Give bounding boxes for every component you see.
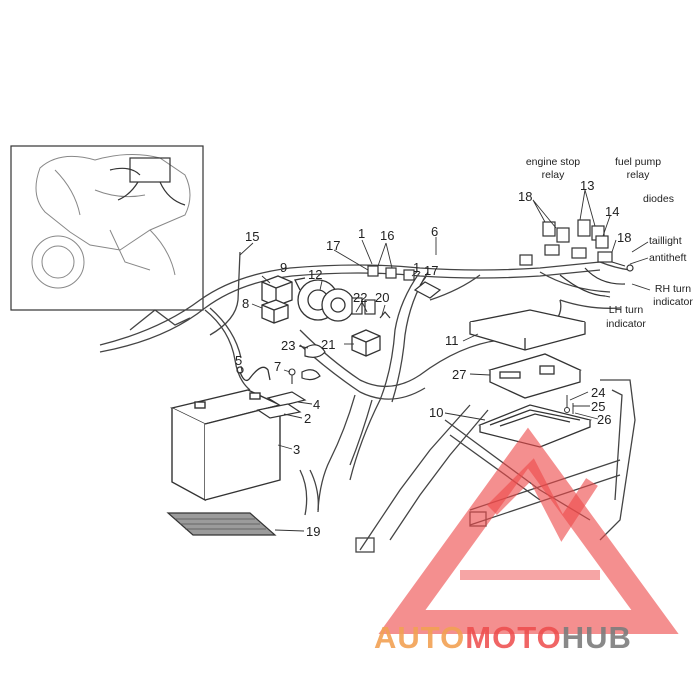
callout-17b: 17 <box>424 263 438 278</box>
clamp-23 <box>301 344 326 381</box>
horn-12 <box>294 277 355 322</box>
callout-5: 5 <box>235 353 242 368</box>
label-lh-turn-indicator-2: indicator <box>606 318 646 330</box>
callout-13: 13 <box>580 178 594 193</box>
label-rh-turn-indicator-2: indicator <box>653 296 693 308</box>
label-lh-turn-indicator-1: LH turn <box>609 304 644 316</box>
screw-7 <box>288 368 296 384</box>
relay-cluster <box>519 219 634 297</box>
label-fuel-pump-relay-1: fuel pump <box>615 156 661 168</box>
connectors-1-16 <box>367 265 442 299</box>
battery-plates <box>256 391 307 419</box>
leader-lines <box>239 189 651 532</box>
callout-6: 6 <box>431 224 438 239</box>
label-antitheft: antitheft <box>649 252 686 264</box>
starter-relay-9 <box>261 275 293 307</box>
label-fuel-pump-relay-2: relay <box>627 169 651 181</box>
callout-15: 15 <box>245 229 259 244</box>
callout-22: 22 <box>353 290 367 305</box>
callout-17a: 17 <box>326 238 340 253</box>
label-diodes: diodes <box>643 193 674 205</box>
callout-23: 23 <box>281 338 295 353</box>
callout-19: 19 <box>306 524 320 539</box>
callout-11: 11 <box>445 333 459 348</box>
watermark-text: AUTOMOTOHUB <box>374 620 632 655</box>
callout-9: 9 <box>280 260 287 275</box>
callout-21: 21 <box>321 337 335 352</box>
label-engine-stop-relay-2: relay <box>542 169 566 181</box>
callout-20: 20 <box>375 290 389 305</box>
label-rh-turn-indicator-1: RH turn <box>655 283 691 295</box>
watermark: AUTOMOTOHUB <box>374 427 679 655</box>
label-taillight: taillight <box>649 235 682 247</box>
callout-12: 12 <box>308 267 322 282</box>
watermark-moto: MOTO <box>465 620 561 655</box>
callout-25: 25 <box>591 399 605 414</box>
callout-26: 26 <box>597 412 611 427</box>
callout-27: 27 <box>452 367 466 382</box>
callout-1a: 1 <box>358 226 365 241</box>
callout-16: 16 <box>380 228 394 243</box>
battery <box>169 389 283 502</box>
watermark-logo-icon <box>378 427 679 634</box>
component-labels: engine stop relay fuel pump relay diodes… <box>526 156 693 330</box>
battery-pad <box>166 512 277 536</box>
callout-1b: 1 <box>413 260 420 275</box>
small-screws-24-26 <box>564 395 574 414</box>
relay-8 <box>261 299 289 324</box>
watermark-hub: HUB <box>562 620 632 655</box>
tray-10 <box>477 404 593 448</box>
callout-8: 8 <box>242 296 249 311</box>
callout-4: 4 <box>313 397 320 412</box>
ecu-unit <box>469 309 586 351</box>
callout-7: 7 <box>274 359 281 374</box>
relay-21 <box>351 329 381 357</box>
control-unit-27 <box>488 353 582 399</box>
callout-14: 14 <box>605 204 619 219</box>
callout-18a: 18 <box>518 189 532 204</box>
callout-2: 2 <box>304 411 311 426</box>
callout-3: 3 <box>293 442 300 457</box>
callout-18b: 18 <box>617 230 631 245</box>
callout-24: 24 <box>591 385 605 400</box>
watermark-auto: AUTO <box>374 620 465 655</box>
label-engine-stop-relay-1: engine stop <box>526 156 580 168</box>
callout-10: 10 <box>429 405 443 420</box>
battery-cable <box>236 366 271 382</box>
callout-numbers: 1 1 2 3 4 5 6 7 8 9 10 11 12 13 14 15 16… <box>235 178 631 539</box>
motorcycle-inset <box>10 145 204 311</box>
